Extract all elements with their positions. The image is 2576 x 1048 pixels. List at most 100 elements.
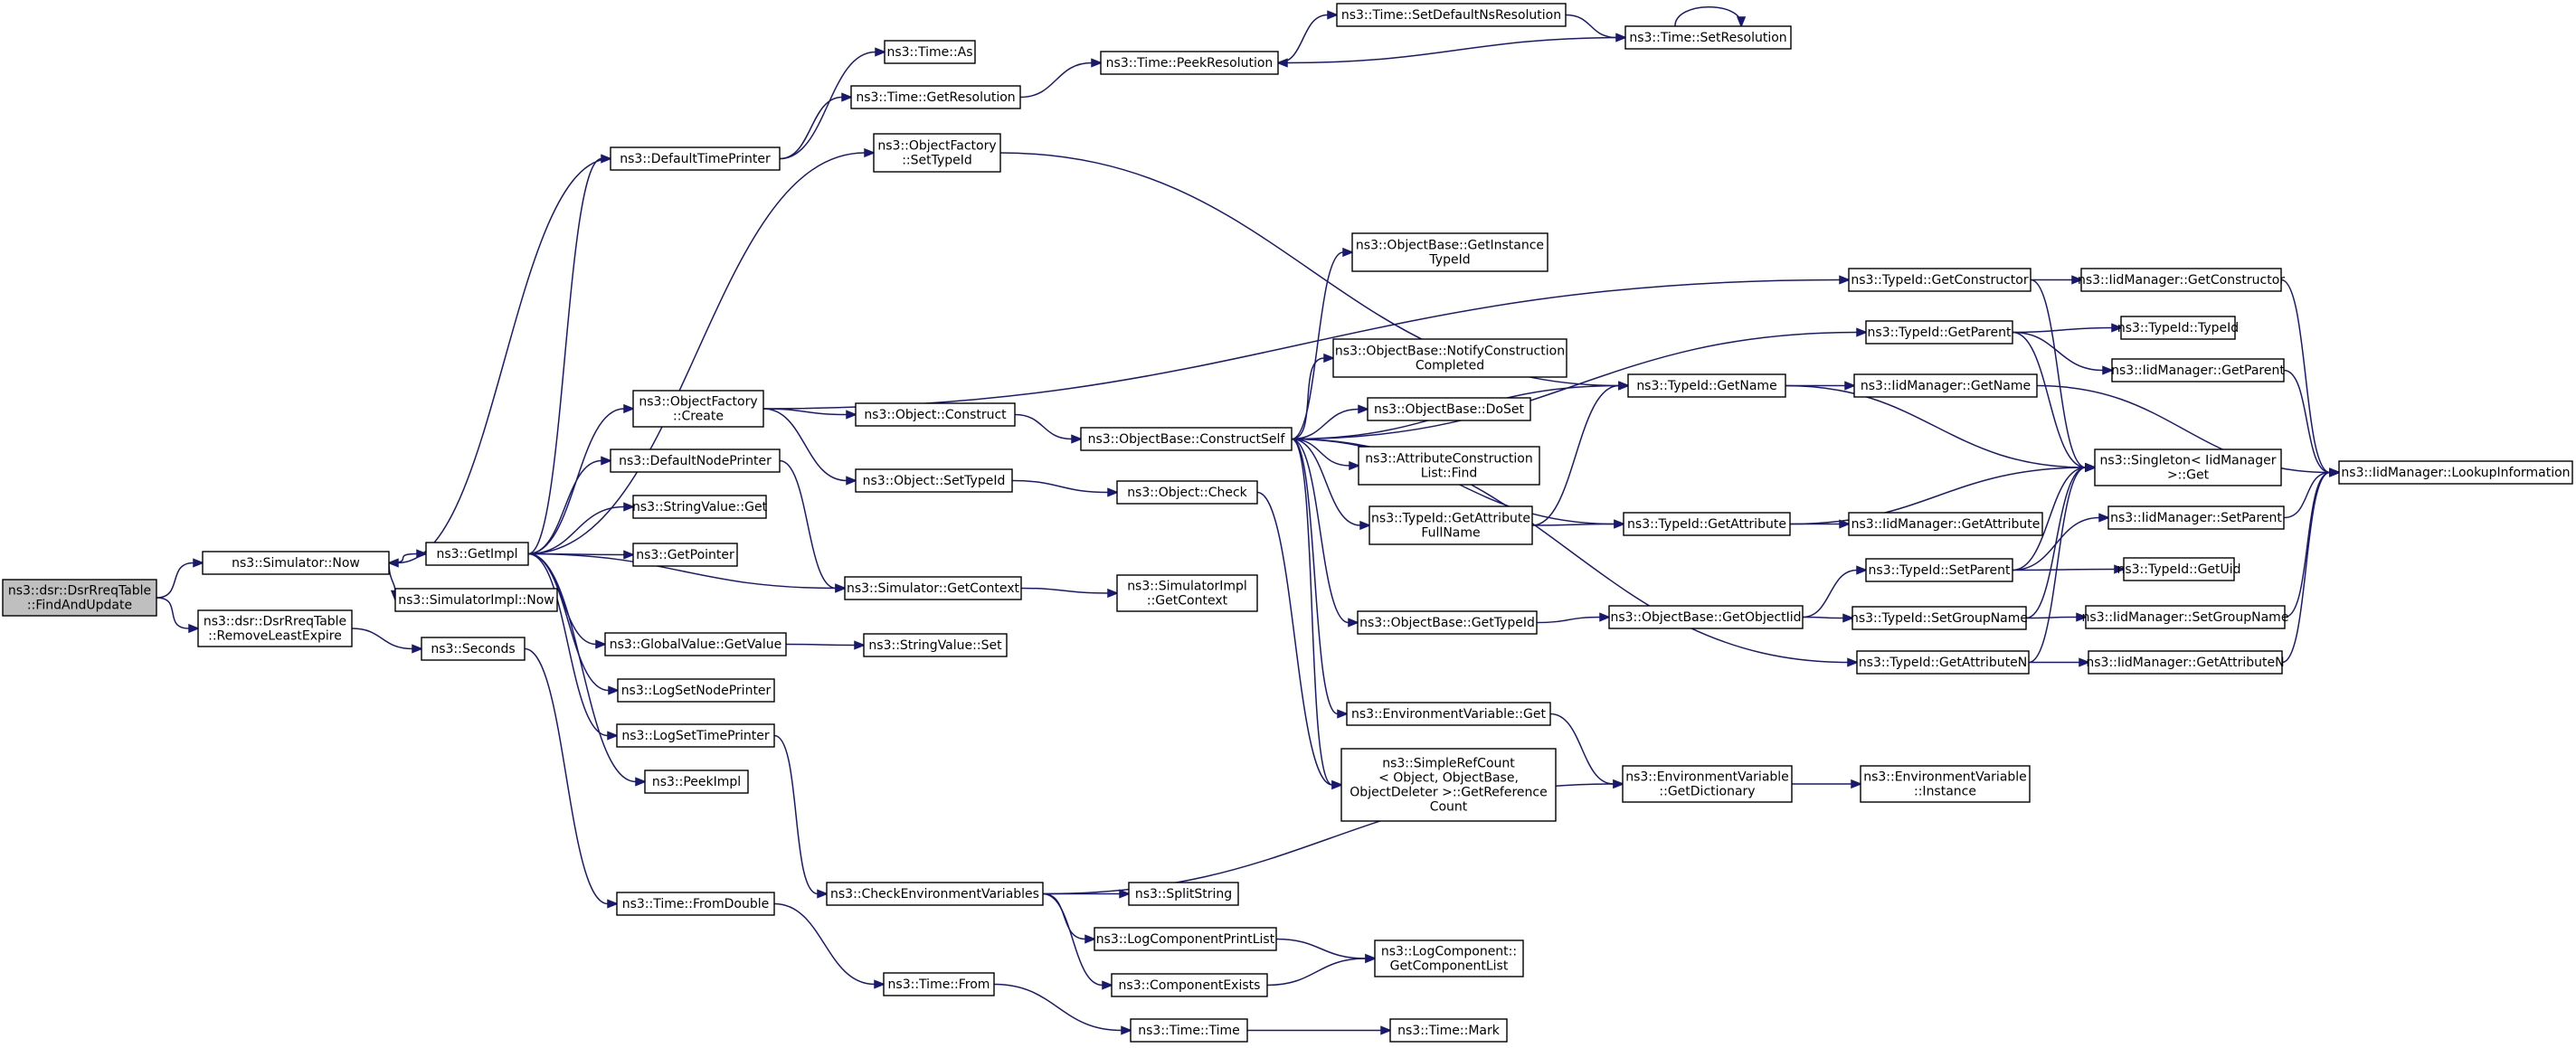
graph-edge [2012,564,2126,574]
graph-node-n19[interactable]: ns3::Object::Construct [855,402,1016,427]
graph-edge-arrowhead [1839,275,1852,285]
graph-edge-line [2281,471,2331,664]
graph-edge-line [388,562,396,591]
graph-node-n10[interactable]: ns3::GlobalValue::GetValue [604,632,787,656]
graph-node-n61[interactable]: ns3::IidManager::SetParent [2107,505,2285,530]
graph-node-n27[interactable]: ns3::Time::SetResolution [1624,25,1792,50]
graph-edge [1011,479,1120,497]
graph-node-n42[interactable]: ns3::SimpleRefCount< Object, ObjectBase,… [1340,748,1557,822]
graph-node-n36[interactable]: ns3::ObjectBase::NotifyConstructionCompl… [1332,338,1567,378]
graph-node-label: ns3::Time::PeekResolution [1106,56,1274,71]
graph-node-n65[interactable]: ns3::IidManager::LookupInformation [2338,460,2573,485]
graph-node-n20[interactable]: ns3::Object::SetTypeId [855,468,1013,493]
graph-node-n21[interactable]: ns3::Simulator::GetContext [844,576,1022,600]
graph-node-n53[interactable]: ns3::TypeId::SetParent [1865,558,2013,582]
graph-node-n56[interactable]: ns3::EnvironmentVariable::Instance [1860,765,2031,803]
graph-node-label: ns3::TypeId::GetAttributeN [1859,656,2027,670]
graph-node-box [1116,480,1258,505]
graph-node-n18[interactable]: ns3::ObjectFactory::SetTypeId [873,133,1001,173]
graph-edge-arrowhead [188,623,201,634]
graph-node-n30[interactable]: ns3::SimulatorImpl::GetContext [1116,574,1258,612]
graph-edge [779,459,848,593]
graph-node-n6[interactable]: ns3::ObjectFactory::Create [632,390,764,428]
graph-node-n64[interactable]: ns3::IidManager::GetAttributeN [2086,650,2285,675]
graph-node-n16[interactable]: ns3::Time::As [884,40,976,64]
graph-node-n50[interactable]: ns3::TypeId::GetParent [1865,320,2013,345]
graph-node-n26[interactable]: ns3::Time::SetDefaultNsResolution [1336,3,1567,27]
graph-node-n52[interactable]: ns3::IidManager::GetAttribute [1848,512,2043,536]
graph-node-n7[interactable]: ns3::DefaultNodePrinter [610,448,781,473]
graph-node-n24[interactable]: ns3::Time::From [883,972,995,996]
graph-node-n1[interactable]: ns3::Simulator::Now [202,551,390,575]
graph-node-n32[interactable]: ns3::LogComponentPrintList [1094,927,1277,951]
graph-node-n15[interactable]: ns3::Time::FromDouble [616,892,775,916]
graph-edge [2028,462,2098,664]
graph-node-n41[interactable]: ns3::EnvironmentVariable::Get [1346,702,1551,726]
graph-node-n4[interactable]: ns3::SimulatorImpl::Now [394,588,558,612]
graph-node-n23[interactable]: ns3::CheckEnvironmentVariables [826,882,1044,906]
graph-node-n48[interactable]: ns3::EnvironmentVariable::GetDictionary [1622,765,1793,803]
graph-node-n58[interactable]: ns3::TypeId::TypeId [2117,316,2239,340]
graph-node-n28[interactable]: ns3::ObjectBase::ConstructSelf [1080,427,1293,451]
graph-node-box [632,495,767,519]
graph-node-box [884,40,976,64]
graph-node-label: ns3::IidManager::GetParent [2111,363,2285,378]
graph-node-n13[interactable]: ns3::PeekImpl [644,769,749,794]
graph-edge-arrowhead [2102,365,2115,375]
graph-node-n33[interactable]: ns3::ComponentExists [1111,973,1268,997]
graph-node-n14[interactable]: ns3::Seconds [421,637,526,661]
graph-edge [779,92,854,160]
graph-node-n51[interactable]: ns3::IidManager::GetName [1853,373,2038,398]
graph-edge-arrowhead [386,558,399,568]
graph-node-box [2107,505,2285,530]
graph-node-label: ns3::Time::SetResolution [1629,31,1786,45]
graph-node-n60[interactable]: ns3::Singleton< IidManager >::Get [2094,448,2282,486]
graph-node-label: ns3::ObjectBase::GetObjectIid [1610,610,1801,625]
graph-node-n54[interactable]: ns3::TypeId::SetGroupName [1851,606,2028,630]
graph-node-n9[interactable]: ns3::GetPointer [632,543,738,567]
graph-node-n55[interactable]: ns3::TypeId::GetAttributeN [1856,650,2030,675]
graph-node-box [2338,460,2573,485]
graph-node-n43[interactable]: ns3::LogComponent::GetComponentList [1374,939,1524,977]
graph-node-box [1367,397,1531,421]
graph-node-n0[interactable]: ns3::dsr::DsrRreqTable::FindAndUpdate [2,579,157,617]
graph-node-n29[interactable]: ns3::Object::Check [1116,480,1258,505]
graph-edge [527,403,636,555]
graph-node-n44[interactable]: ns3::Time::Mark [1389,1018,1508,1043]
graph-node-n46[interactable]: ns3::TypeId::GetAttribute [1623,512,1791,536]
graph-node-n8[interactable]: ns3::StringValue::Get [632,495,768,519]
graph-node-n45[interactable]: ns3::TypeId::GetName [1627,373,1786,398]
graph-node-n2[interactable]: ns3::dsr::DsrRreqTable::RemoveLeastExpir… [197,609,353,647]
graph-node-n25[interactable]: ns3::Time::PeekResolution [1100,51,1279,75]
graph-node-n12[interactable]: ns3::LogSetTimePrinter [616,723,775,748]
graph-edge-line [779,96,843,160]
graph-node-n40[interactable]: ns3::ObjectBase::GetTypeId [1357,610,1538,635]
graph-node-label: ::GetContext [1147,593,1228,608]
graph-node-n34[interactable]: ns3::Time::Time [1130,1018,1248,1043]
graph-edge [993,983,1133,1035]
graph-node-n62[interactable]: ns3::TypeId::GetUid [2117,557,2241,581]
graph-node-label: ns3::StringValue::Get [632,500,768,515]
graph-edge [785,640,867,650]
graph-node-box [1351,232,1548,272]
graph-node-n17[interactable]: ns3::Time::GetResolution [850,85,1021,109]
graph-edge-line [779,51,876,160]
graph-node-n3[interactable]: ns3::GetImpl [425,542,529,566]
graph-edge-arrowhead [1614,519,1626,529]
graph-node-n57[interactable]: ns3::IidManager::GetConstructor [2078,268,2285,292]
graph-node-n5[interactable]: ns3::DefaultTimePrinter [610,146,781,171]
graph-node-n22[interactable]: ns3::StringValue::Set [863,633,1008,657]
graph-node-n11[interactable]: ns3::LogSetNodePrinter [617,678,775,703]
graph-edge [2031,275,2084,285]
graph-node-n31[interactable]: ns3::SplitString [1128,882,1239,906]
graph-node-n49[interactable]: ns3::TypeId::GetConstructor [1848,268,2031,292]
graph-node-n63[interactable]: ns3::IidManager::SetGroupName [2082,605,2289,629]
graph-node-n47[interactable]: ns3::ObjectBase::GetObjectIid [1608,605,1804,629]
graph-node-n59[interactable]: ns3::IidManager::GetParent [2111,358,2285,382]
graph-edge-arrowhead [412,644,424,654]
graph-edge [1014,413,1084,444]
graph-node-n37[interactable]: ns3::ObjectBase::DoSet [1367,397,1531,421]
